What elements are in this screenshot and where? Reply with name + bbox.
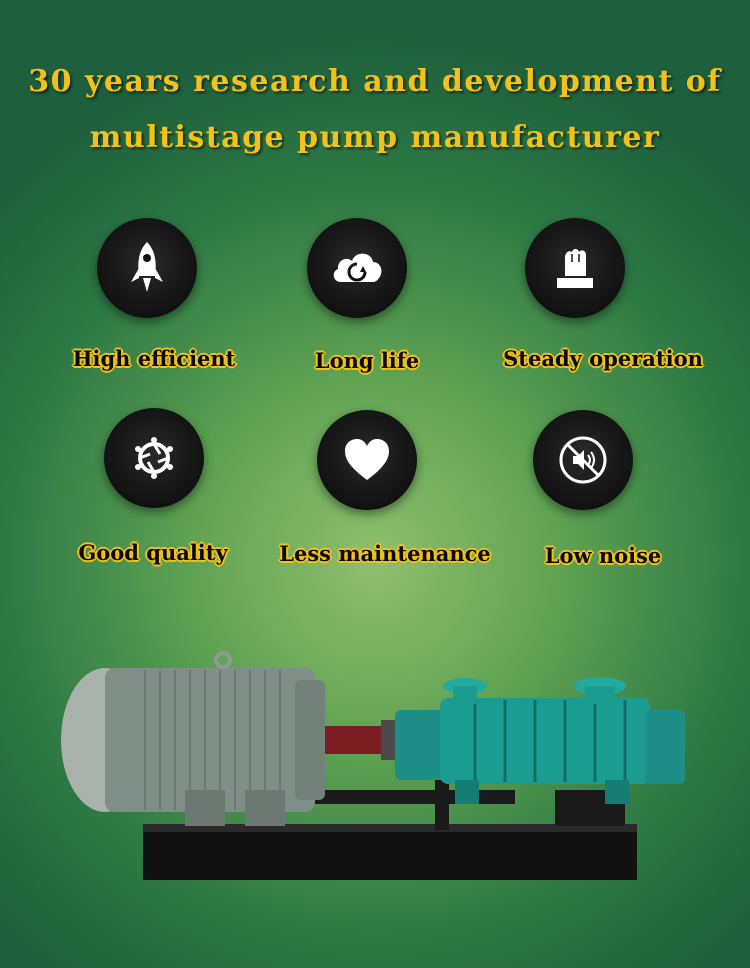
feature-label-low-noise: Low noise (544, 543, 662, 568)
fist-icon (525, 218, 625, 318)
feature-label-long-life: Long life (314, 348, 420, 373)
mute-icon (533, 410, 633, 510)
pump-base-frame (143, 824, 637, 880)
pump-inlet-housing (395, 710, 445, 780)
headline-line-1: 30 years research and development of (28, 64, 722, 99)
motor-body (105, 668, 315, 812)
pump-photo (61, 651, 685, 880)
headline-line-2: multistage pump manufacturer (89, 120, 661, 155)
feature-label-good-quality: Good quality (78, 540, 228, 565)
cloud-refresh-icon (307, 218, 407, 318)
feature-label-high-efficient: High efficient (72, 346, 236, 371)
aperture-icon (104, 408, 204, 508)
feature-label-steady-operation: Steady operation (503, 346, 703, 371)
pump-stage-casing (440, 698, 650, 784)
rocket-icon (97, 218, 197, 318)
pump-coupling (325, 726, 385, 754)
feature-label-less-maintenance: Less maintenance (279, 541, 491, 566)
heart-icon (317, 410, 417, 510)
